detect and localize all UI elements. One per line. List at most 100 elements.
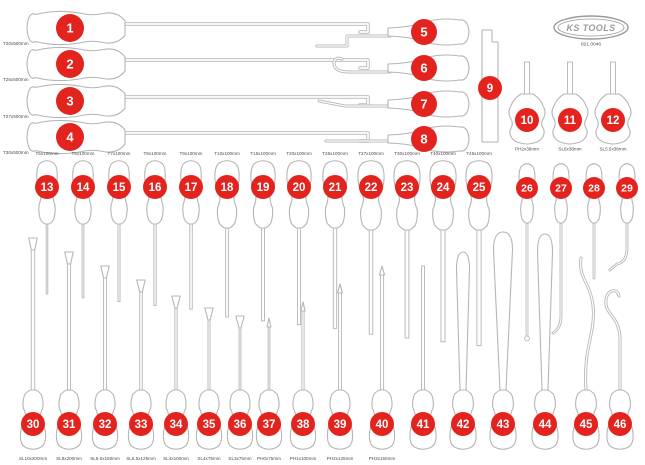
number-badge: 12 — [601, 108, 625, 132]
size-label: SL4x100mm — [163, 456, 189, 461]
number-badge: 22 — [359, 175, 383, 199]
badge-circle — [431, 175, 455, 199]
badge-circle — [129, 412, 153, 436]
number-badge: 18 — [215, 175, 239, 199]
size-label: PH0x75mm — [257, 456, 281, 461]
size-label: SL10x200mm — [19, 456, 48, 461]
number-badge: 10 — [515, 108, 539, 132]
part-number: 821.0046 — [581, 42, 601, 48]
badge-number: 25 — [473, 182, 486, 194]
badge-number: 5 — [420, 24, 427, 39]
tool-28: 28 — [583, 163, 605, 280]
size-label: T20x500mm — [3, 41, 29, 46]
number-badge: 15 — [107, 175, 131, 199]
badge-number: 6 — [420, 60, 427, 75]
number-badge: 27 — [550, 177, 572, 199]
badge-number: 4 — [66, 130, 74, 145]
number-badge: 17 — [179, 175, 203, 199]
badge-circle — [328, 412, 352, 436]
number-badge: 19 — [251, 175, 275, 199]
badge-circle — [164, 412, 188, 436]
size-label: T20x100mm — [286, 151, 312, 156]
badge-number: 22 — [365, 182, 378, 194]
badge-number: 1 — [66, 21, 73, 36]
tool-41: 41 — [409, 265, 437, 450]
number-badge: 2 — [56, 50, 84, 78]
number-badge: 24 — [431, 175, 455, 199]
badge-circle — [35, 175, 59, 199]
number-badge: 41 — [411, 412, 435, 436]
badge-circle — [601, 108, 625, 132]
badge-number: 41 — [417, 419, 430, 431]
number-badge: 9 — [478, 76, 502, 100]
badge-number: 26 — [521, 183, 533, 195]
tool-9: 9 — [478, 29, 502, 143]
badge-circle — [143, 175, 167, 199]
badge-number: 40 — [376, 419, 389, 431]
number-badge: 42 — [451, 412, 475, 436]
size-label: PH2x38mm — [515, 147, 539, 152]
badge-number: 42 — [457, 419, 470, 431]
badge-number: 13 — [41, 182, 54, 194]
tool-20: 20 T20x100mm — [286, 151, 312, 326]
badge-number: 36 — [234, 419, 247, 431]
badge-circle — [179, 175, 203, 199]
badge-number: 27 — [555, 183, 567, 195]
badge-number: 46 — [614, 419, 627, 431]
tool-46: 46 — [604, 289, 634, 450]
badge-circle — [451, 412, 475, 436]
badge-number: 12 — [607, 115, 620, 127]
number-badge: 45 — [574, 412, 598, 436]
tool-8: 8 — [324, 125, 470, 153]
badge-number: 30 — [27, 419, 40, 431]
badge-circle — [515, 108, 539, 132]
badge-number: 44 — [539, 419, 552, 431]
number-badge: 31 — [57, 412, 81, 436]
size-label: SL4x75mm — [197, 456, 220, 461]
badge-circle — [616, 177, 638, 199]
size-label: SL5.5x125mm — [126, 456, 156, 461]
tool-42: 42 — [449, 251, 477, 450]
number-badge: 13 — [35, 175, 59, 199]
badge-circle — [370, 412, 394, 436]
badge-number: 37 — [263, 419, 276, 431]
badge-circle — [558, 108, 582, 132]
badge-circle — [107, 175, 131, 199]
badge-circle — [197, 412, 221, 436]
badge-circle — [516, 177, 538, 199]
number-badge: 21 — [323, 175, 347, 199]
badge-circle — [550, 177, 572, 199]
badge-circle — [411, 19, 437, 45]
badge-circle — [228, 412, 252, 436]
badge-circle — [257, 412, 281, 436]
size-label: T27x500mm — [3, 114, 29, 119]
badge-number: 9 — [487, 83, 493, 95]
badge-number: 23 — [401, 182, 414, 194]
size-label: SL3x75mm — [228, 456, 251, 461]
number-badge: 20 — [287, 175, 311, 199]
size-label: PH1x100mm — [290, 456, 317, 461]
badge-number: 8 — [420, 131, 427, 146]
badge-number: 33 — [135, 419, 148, 431]
badge-number: 38 — [297, 419, 310, 431]
badge-number: 10 — [521, 115, 534, 127]
badge-number: 17 — [185, 182, 198, 194]
size-label: PH2x125mm — [327, 456, 354, 461]
number-badge: 5 — [411, 19, 437, 45]
number-badge: 43 — [491, 412, 515, 436]
